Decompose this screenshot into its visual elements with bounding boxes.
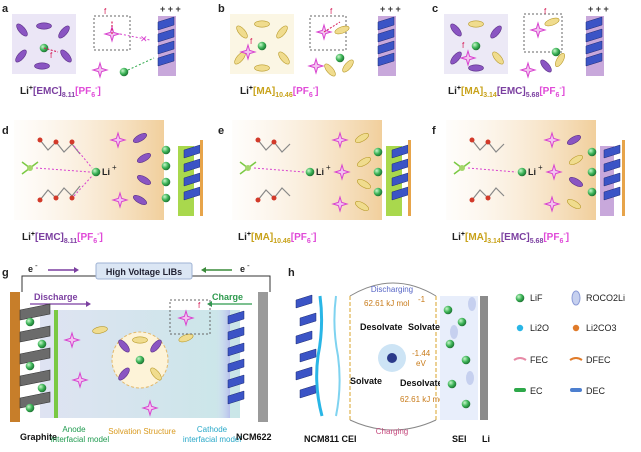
sei-layer — [440, 296, 478, 420]
svg-text:f: f — [198, 301, 201, 310]
anode-interface-d — [178, 140, 203, 216]
legend-item-lif: LiF — [515, 293, 543, 303]
svg-text:+: + — [112, 163, 117, 172]
panel-label-a: a — [2, 3, 9, 15]
svg-text:f: f — [462, 41, 465, 50]
svg-text:✕: ✕ — [140, 34, 148, 44]
panel-label-c: c — [432, 3, 438, 15]
panel-g: g e - e - High Voltage LIBs Discharge Ch… — [2, 261, 272, 444]
svg-text:EC: EC — [530, 386, 543, 396]
svg-text:DEC: DEC — [586, 386, 606, 396]
panel-label-d: d — [2, 125, 9, 137]
panel-e: e Li + Li+[MA]10.46[PF6-] — [218, 120, 411, 245]
svg-text:FEC: FEC — [530, 355, 549, 365]
ncm622-label: NCM622 — [236, 432, 272, 442]
electron-left: e — [28, 264, 33, 274]
svg-text:-1.44: -1.44 — [412, 349, 431, 358]
svg-text:interfacial model: interfacial model — [51, 435, 109, 444]
svg-text:Cathode: Cathode — [197, 425, 228, 434]
force-f2-a: f — [50, 51, 53, 60]
formula-d: Li+[EMC]8.11[PF6-] — [22, 231, 103, 245]
formula-c: Li+[MA]3.14[EMC]5.68[PF6-] — [448, 85, 565, 99]
graphite-label: Graphite — [20, 432, 57, 442]
svg-text:+ + +: + + + — [588, 4, 609, 14]
sei-label: SEI — [452, 434, 467, 444]
panel-label-h: h — [288, 267, 295, 279]
solvate-bottom: Solvate — [350, 376, 382, 386]
panel-label-f: f — [432, 125, 436, 137]
graphite-electrode — [19, 303, 51, 413]
svg-text:Li2CO3: Li2CO3 — [586, 323, 617, 333]
discharge-label: Discharge — [34, 292, 78, 302]
high-voltage-title: High Voltage LIBs — [106, 267, 182, 277]
panel-f: f Li + Li+[MA]3.14[EMC]5.68[PF6-] — [432, 120, 625, 245]
legend-item-li2co3: Li2CO3 — [572, 323, 617, 333]
desolvate-bottom: Desolvate — [400, 378, 443, 388]
formula-a: Li+[EMC]8.11[PF6-] — [20, 85, 101, 99]
svg-text:DFEC: DFEC — [586, 355, 611, 365]
solvate-top: Solvate — [408, 322, 440, 332]
panel-label-b: b — [218, 3, 225, 15]
svg-text:f: f — [250, 37, 253, 46]
panel-label-g: g — [2, 267, 9, 279]
force-f1-a: f — [104, 7, 107, 16]
ncm811-cei-label: NCM811 CEI — [304, 434, 357, 444]
svg-text:ROCO2Li: ROCO2Li — [586, 293, 625, 303]
svg-text:Li: Li — [316, 167, 324, 177]
panel-d: d Li + Li+[EMC]8.11[PF6-] — [2, 120, 203, 245]
panel-c: c f f + + + Li+[MA]3.14[EMC]5.68[PF6-] — [432, 3, 609, 99]
svg-text:62.61 kJ mol: 62.61 kJ mol — [400, 395, 446, 404]
desolvate-top: Desolvate — [360, 322, 403, 332]
svg-text:-: - — [35, 261, 38, 270]
legend-item-roco2li: ROCO2Li — [571, 290, 625, 306]
panel-label-e: e — [218, 125, 224, 137]
svg-text:eV: eV — [416, 359, 426, 368]
panel-a: a f f ✕ + + + Li+[EMC]8.11[PF6-] — [2, 3, 181, 99]
formula-f: Li+[MA]3.14[EMC]5.68[PF6-] — [452, 231, 569, 245]
svg-text:+ + +: + + + — [380, 4, 401, 14]
li-metal-label: Li — [482, 434, 490, 444]
svg-text:Li: Li — [528, 167, 536, 177]
svg-text:f: f — [330, 7, 333, 16]
svg-text:LiF: LiF — [530, 293, 543, 303]
panel-h: h Discharging Charging 62.61 kJ mol -1 6… — [288, 267, 490, 444]
charging-label: Charging — [376, 427, 408, 436]
legend-item-dec: DEC — [570, 386, 606, 396]
panel-b: b f f + + + Li+[MA]10.46[PF6-] — [218, 3, 401, 99]
solvation-structure-label: Solvation Structure — [108, 427, 176, 436]
formula-e: Li+[MA]10.46[PF6-] — [238, 231, 316, 245]
svg-text:Li: Li — [102, 167, 110, 177]
charge-label: Charge — [212, 292, 243, 302]
legend-item-dfec: DFEC — [569, 355, 611, 365]
plus-signs-a: + + + — [160, 4, 181, 14]
legend: LiF ROCO2Li Li2O Li2CO3 FEC DFEC EC DEC — [513, 290, 625, 396]
legend-item-ec: EC — [514, 386, 543, 396]
svg-text:f: f — [544, 7, 547, 16]
svg-text:interfacial model: interfacial model — [183, 435, 241, 444]
electron-right: e — [240, 264, 245, 274]
svg-text:62.61 kJ mol: 62.61 kJ mol — [364, 299, 410, 308]
ncm811-cathode — [295, 294, 317, 399]
svg-text:-: - — [247, 261, 250, 270]
svg-text:Anode: Anode — [62, 425, 86, 434]
formula-b: Li+[MA]10.46[PF6-] — [240, 85, 318, 99]
svg-text:+: + — [326, 163, 331, 172]
legend-item-li2o: Li2O — [516, 323, 549, 333]
svg-text:Li2O: Li2O — [530, 323, 549, 333]
legend-item-fec: FEC — [513, 355, 549, 365]
discharging-label: Discharging — [371, 285, 413, 294]
svg-text:+: + — [538, 163, 543, 172]
svg-text:-1: -1 — [418, 295, 426, 304]
